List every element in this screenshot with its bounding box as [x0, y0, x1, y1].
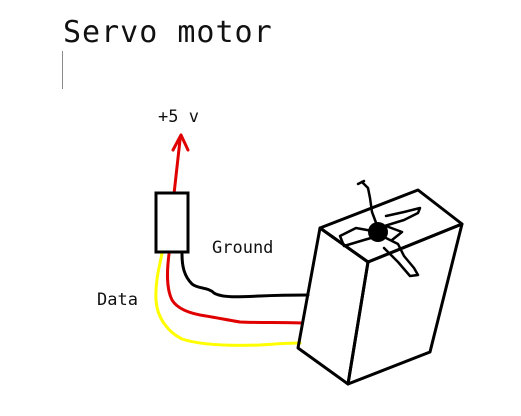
- power-wire: [165, 252, 303, 325]
- servo-horn: [338, 179, 422, 278]
- connector-plug: [154, 191, 190, 254]
- ground-label: Ground: [212, 238, 274, 258]
- ground-wire: [180, 252, 310, 299]
- text-cursor: [62, 51, 63, 89]
- servo-motor-body: [296, 188, 464, 386]
- diagram-title: Servo motor: [63, 15, 273, 50]
- servo-shaft-hub: [368, 222, 388, 242]
- power-arrow: [171, 133, 190, 196]
- data-wire: [154, 251, 302, 347]
- data-label: Data: [97, 290, 138, 310]
- voltage-label: +5 v: [158, 107, 199, 127]
